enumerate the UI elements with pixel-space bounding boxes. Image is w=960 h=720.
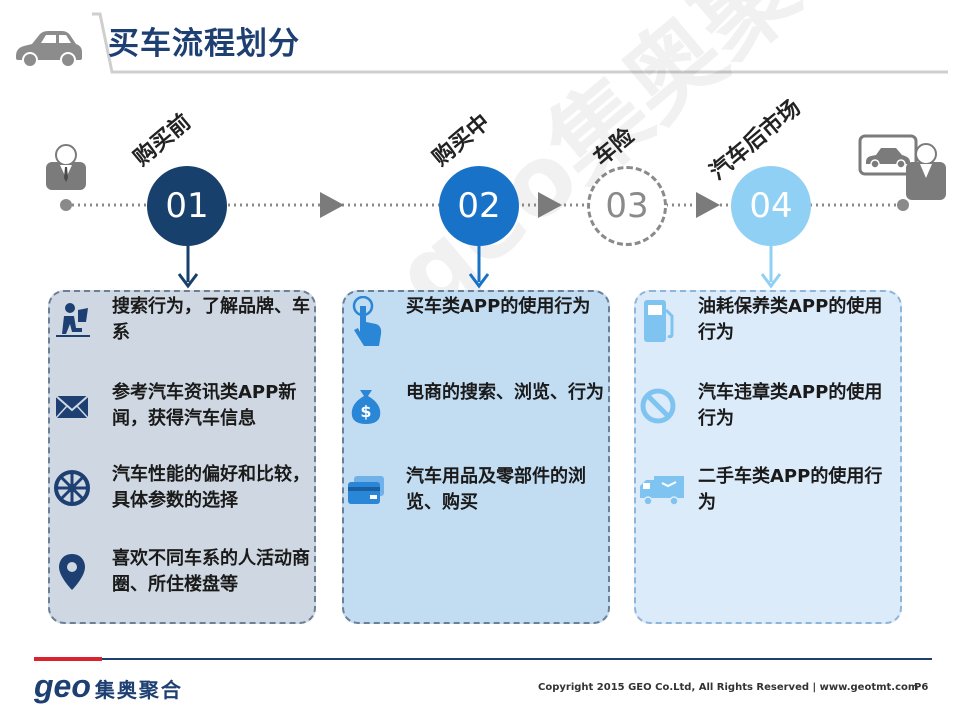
page-title: 买车流程划分 (108, 26, 300, 62)
list-item: 汽车违章类APP的使用行为 (636, 380, 904, 440)
person-at-computer-icon (52, 300, 92, 340)
svg-text:$: $ (360, 402, 371, 421)
truck-icon (638, 470, 686, 510)
steering-wheel-icon (52, 468, 92, 508)
panel-during-purchase: 买车类APP的使用行为 $ 电商的搜索、浏览、行为 汽车用品及零部件的浏览、购买 (342, 290, 610, 624)
dealer-car-icon (858, 132, 948, 202)
item-text: 二手车类APP的使用行为 (698, 466, 883, 513)
phase-circle-01: 01 (147, 166, 227, 246)
phase-circle-03: 03 (587, 166, 667, 246)
map-pin-icon (52, 552, 92, 592)
list-item: 参考汽车资讯类APP新闻，获得汽车信息 (50, 380, 318, 440)
phase-label-01: 购买前 (129, 109, 196, 172)
item-text: 油耗保养类APP的使用行为 (698, 296, 883, 343)
list-item: 汽车用品及零部件的浏览、购买 (344, 464, 612, 524)
list-item: 二手车类APP的使用行为 (636, 464, 904, 524)
list-item: $ 电商的搜索、浏览、行为 (344, 380, 612, 440)
item-text: 汽车性能的偏好和比较，具体参数的选择 (112, 464, 310, 511)
logo-brand: geo (34, 668, 91, 704)
prohibited-icon (638, 386, 678, 426)
item-text: 搜索行为，了解品牌、车系 (112, 296, 310, 343)
item-text: 喜欢不同车系的人活动商圈、所住楼盘等 (112, 548, 310, 595)
timeline (0, 180, 960, 240)
down-arrow-04 (759, 246, 783, 290)
down-arrow-01 (176, 246, 200, 290)
list-item: 搜索行为，了解品牌、车系 (50, 294, 318, 354)
page-number: P6 (914, 682, 929, 693)
fuel-pump-icon (638, 296, 678, 346)
footer-lines (0, 654, 960, 666)
item-text: 汽车用品及零部件的浏览、购买 (406, 466, 586, 513)
logo-name: 集奥聚合 (94, 678, 183, 702)
touch-hand-icon (346, 295, 386, 350)
list-item: 汽车性能的偏好和比较，具体参数的选择 (50, 462, 318, 522)
phase-circle-02: 02 (439, 166, 519, 246)
panel-before-purchase: 搜索行为，了解品牌、车系 参考汽车资讯类APP新闻，获得汽车信息 汽车性能的偏好… (48, 290, 316, 624)
list-item: 买车类APP的使用行为 (344, 294, 612, 354)
list-item: 喜欢不同车系的人活动商圈、所住楼盘等 (50, 546, 318, 606)
customer-icon (44, 142, 88, 192)
money-bag-icon: $ (346, 386, 386, 426)
credit-card-icon (346, 470, 386, 510)
envelope-icon (52, 386, 92, 426)
item-text: 参考汽车资讯类APP新闻，获得汽车信息 (112, 382, 297, 429)
header-car-icon (10, 22, 86, 72)
phase-circle-04: 04 (731, 166, 811, 246)
list-item: 油耗保养类APP的使用行为 (636, 294, 904, 354)
footer-copyright: Copyright 2015 GEO Co.Ltd, All Rights Re… (538, 682, 919, 693)
item-text: 电商的搜索、浏览、行为 (406, 382, 604, 403)
item-text: 汽车违章类APP的使用行为 (698, 382, 883, 429)
header-divider (0, 0, 960, 80)
panel-after-market: 油耗保养类APP的使用行为 汽车违章类APP的使用行为 二手车类APP的使用行为 (634, 290, 902, 624)
item-text: 买车类APP的使用行为 (406, 296, 591, 317)
down-arrow-02 (467, 246, 491, 290)
